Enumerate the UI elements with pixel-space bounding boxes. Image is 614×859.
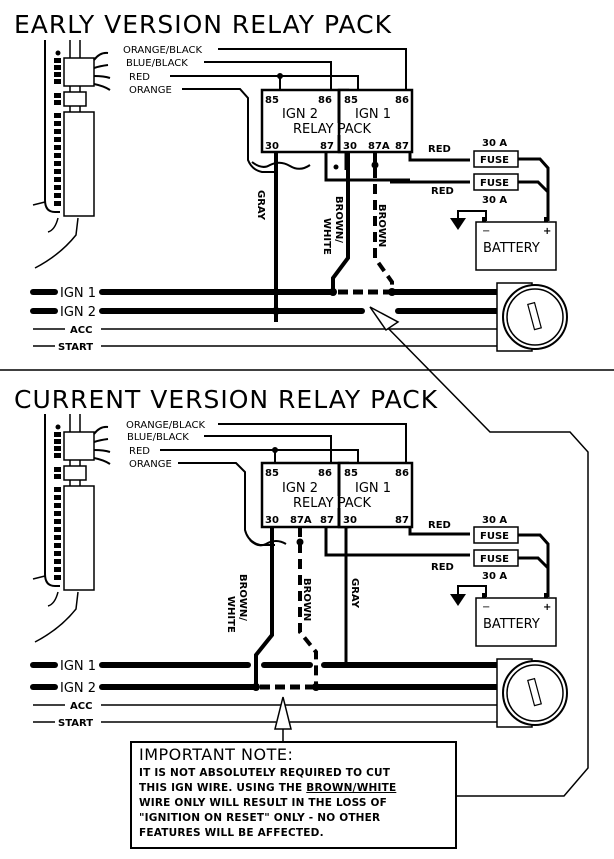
current-ignition-lines: IGN 1 IGN 2 ACC START bbox=[30, 659, 501, 729]
early-ignition-switch-icon bbox=[496, 282, 568, 352]
current-wire-orange-label: ORANGE bbox=[129, 459, 172, 470]
note-line-4: "IGNITION ON RESET" ONLY - NO OTHER bbox=[139, 812, 381, 824]
current-battery-neg: − bbox=[482, 602, 490, 613]
current-ground-icon bbox=[450, 594, 466, 606]
current-relay-ign1-label: IGN 1 bbox=[355, 481, 391, 496]
early-ignition-lines: IGN 1 IGN 2 ACC START bbox=[30, 286, 501, 353]
early-wire-red-label: RED bbox=[129, 72, 150, 83]
early-fuse-top-label: FUSE bbox=[480, 155, 509, 166]
early-pin-86-right: 86 bbox=[395, 95, 409, 106]
early-pin-85-right: 85 bbox=[344, 95, 358, 106]
early-brown-white-label-1: BROWN/ bbox=[333, 196, 344, 243]
current-brown-white-label-1: BROWN/ bbox=[237, 574, 248, 621]
early-brown-white-label-2: WHITE bbox=[321, 218, 332, 255]
current-brown-wire-label: BROWN bbox=[301, 578, 312, 621]
current-section-title: CURRENT VERSION RELAY PACK bbox=[14, 385, 438, 414]
early-ign2-label: IGN 2 bbox=[60, 305, 96, 320]
early-battery-pos: + bbox=[543, 226, 551, 237]
early-output-wires bbox=[251, 152, 470, 322]
early-pin-85-left: 85 bbox=[265, 95, 279, 106]
current-battery-label: BATTERY bbox=[483, 617, 540, 632]
current-brown-white-label-2: WHITE bbox=[225, 596, 236, 633]
early-ground-icon bbox=[450, 218, 466, 230]
early-pin-87-right: 87 bbox=[395, 141, 409, 152]
current-fuse-top-label: FUSE bbox=[480, 531, 509, 542]
early-wire-blue-black-label: BLUE/BLACK bbox=[126, 58, 188, 69]
current-battery-pos: + bbox=[543, 602, 551, 613]
current-relay-pack-label: RELAY PACK bbox=[293, 496, 371, 511]
note-brown-white-emphasis: BROWN/WHITE bbox=[306, 782, 397, 794]
current-pin-85-left: 85 bbox=[265, 468, 279, 479]
current-wire-orange-black-label: ORANGE/BLACK bbox=[126, 420, 205, 431]
current-pin-87-right: 87 bbox=[395, 515, 409, 526]
early-relay-ign2-label: IGN 2 bbox=[282, 107, 318, 122]
important-note-title: IMPORTANT NOTE: bbox=[139, 745, 294, 764]
early-red-wire-label-bottom: RED bbox=[431, 186, 454, 197]
early-fuse-top: FUSE bbox=[473, 150, 519, 168]
early-fuse-bottom-label: FUSE bbox=[480, 178, 509, 189]
early-pin-30-left: 30 bbox=[265, 141, 279, 152]
current-pin-30-right: 30 bbox=[343, 515, 357, 526]
early-fuse-bottom-rating: 30 A bbox=[482, 195, 507, 206]
early-fuse-top-rating: 30 A bbox=[482, 138, 507, 149]
current-gray-wire-label: GRAY bbox=[349, 578, 360, 609]
current-wire-red-label: RED bbox=[129, 446, 150, 457]
current-pin-87-left: 87 bbox=[320, 515, 334, 526]
early-brown-wire-label: BROWN bbox=[376, 204, 387, 247]
current-pin-86-right: 86 bbox=[395, 468, 409, 479]
early-section-title: EARLY VERSION RELAY PACK bbox=[14, 10, 392, 39]
early-callout-arrowhead bbox=[369, 306, 400, 332]
early-battery-label: BATTERY bbox=[483, 241, 540, 256]
early-acc-label: ACC bbox=[70, 325, 92, 336]
important-note-box: IMPORTANT NOTE: IT IS NOT ABSOLUTELY REQ… bbox=[130, 741, 457, 849]
current-red-wire-label-top: RED bbox=[428, 520, 451, 531]
current-callout-arrowhead bbox=[274, 696, 292, 730]
early-fuse-bottom: FUSE bbox=[473, 173, 519, 191]
note-line-1: IT IS NOT ABSOLUTELY REQUIRED TO CUT bbox=[139, 767, 391, 779]
early-gray-wire-label: GRAY bbox=[255, 190, 266, 221]
current-fuse-top: FUSE bbox=[473, 526, 519, 544]
current-start-label: START bbox=[58, 718, 93, 729]
current-ignition-switch-icon bbox=[496, 658, 568, 728]
current-acc-label: ACC bbox=[70, 701, 92, 712]
current-fuse-top-rating: 30 A bbox=[482, 515, 507, 526]
note-line-2-text: THIS IGN WIRE. USING THE bbox=[139, 782, 307, 794]
current-pin-30-left: 30 bbox=[265, 515, 279, 526]
early-control-wires bbox=[170, 48, 407, 173]
early-red-wire-label-top: RED bbox=[428, 144, 451, 155]
note-line-3: WIRE ONLY WILL RESULT IN THE LOSS OF bbox=[139, 797, 388, 809]
current-relay-ign2-label: IGN 2 bbox=[282, 481, 318, 496]
early-wire-orange-label: ORANGE bbox=[129, 85, 172, 96]
current-pin-85-right: 85 bbox=[344, 468, 358, 479]
current-ign1-label: IGN 1 bbox=[60, 659, 96, 674]
current-pin-87a-left: 87A bbox=[290, 515, 312, 526]
current-red-wire-label-bottom: RED bbox=[431, 562, 454, 573]
note-line-2: THIS IGN WIRE. USING THE BROWN/WHITE bbox=[139, 781, 448, 796]
early-relay-ign1-label: IGN 1 bbox=[355, 107, 391, 122]
early-module-connector bbox=[32, 39, 111, 269]
early-battery-neg: − bbox=[482, 226, 490, 237]
current-wire-blue-black-label: BLUE/BLACK bbox=[127, 432, 189, 443]
early-ign1-label: IGN 1 bbox=[60, 286, 96, 301]
callout-line bbox=[382, 322, 589, 797]
current-ign2-label: IGN 2 bbox=[60, 681, 96, 696]
early-relay-pack: 85 86 85 86 IGN 2 IGN 1 RELAY PACK 30 87… bbox=[260, 88, 414, 154]
current-fuse-bottom-rating: 30 A bbox=[482, 571, 507, 582]
early-relay-pack-label: RELAY PACK bbox=[293, 122, 371, 137]
early-pin-87-left: 87 bbox=[320, 141, 334, 152]
early-wire-orange-black-label: ORANGE/BLACK bbox=[123, 45, 202, 56]
note-line-5: FEATURES WILL BE AFFECTED. bbox=[139, 827, 324, 839]
current-fuse-bottom-label: FUSE bbox=[480, 554, 509, 565]
current-module-connector bbox=[32, 413, 111, 643]
current-output-wires bbox=[249, 527, 470, 687]
early-start-label: START bbox=[58, 342, 93, 353]
current-relay-pack: 85 86 85 86 IGN 2 IGN 1 RELAY PACK 30 87… bbox=[260, 461, 414, 529]
current-fuse-bottom: FUSE bbox=[473, 549, 519, 567]
early-pin-87a-right: 87A bbox=[368, 141, 390, 152]
early-pin-30-right: 30 bbox=[343, 141, 357, 152]
early-pin-86-left: 86 bbox=[318, 95, 332, 106]
current-pin-86-left: 86 bbox=[318, 468, 332, 479]
